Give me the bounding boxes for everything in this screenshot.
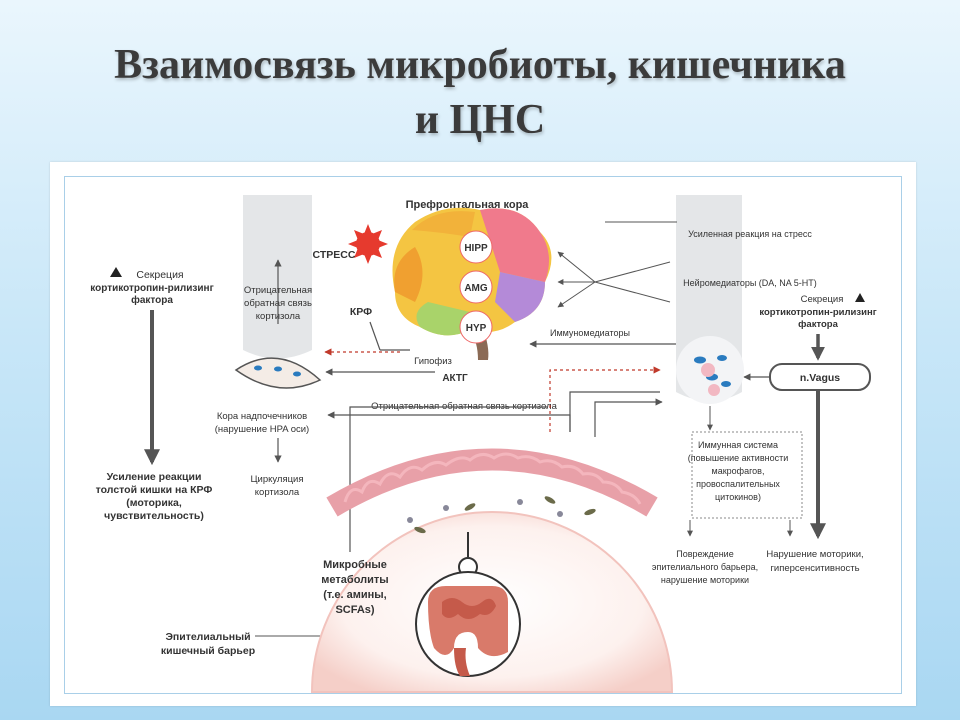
microbial-line-3: (т.е. амины, — [323, 589, 386, 601]
neuromediators-label: Нейромедиаторы (DA, NA 5-HT) — [683, 278, 817, 288]
left-crf-line-3: фактора — [131, 294, 173, 306]
right-crf-line-1: Секреция — [801, 294, 844, 305]
title-line-1: Взаимосвязь микробиоты, кишечника — [114, 42, 846, 88]
prefrontal-cortex-label: Префронтальная кора — [406, 199, 530, 211]
slide-title: Взаимосвязь микробиоты, кишечника и ЦНС — [0, 38, 960, 148]
circulation-line-2: кортизола — [255, 487, 300, 498]
microbial-line-2: метаболиты — [321, 574, 388, 586]
microbe-icon — [407, 517, 413, 523]
hipp-label: HIPP — [464, 243, 488, 254]
dashed-signal-arrow — [549, 366, 661, 432]
epithelial-damage-line-2: эпителиального барьера, — [652, 562, 758, 572]
stress-response-label: Усиленная реакция на стресс — [688, 229, 812, 239]
colon-line-3: (моторика, — [126, 497, 182, 509]
gut-brain-diagram: Секреция кортикотропин-рилизинг фактора … — [90, 195, 877, 693]
immune-line-5: цитокинов) — [715, 492, 761, 502]
left-crf-block: Секреция кортикотропин-рилизинг фактора … — [90, 267, 350, 657]
krf-label: КРФ — [350, 306, 372, 318]
left-crf-line-2: кортикотропин-рилизинг — [90, 283, 214, 294]
immune-system-block: Иммунная система (повышение активности м… — [652, 406, 803, 585]
right-crf-line-3: фактора — [798, 319, 838, 330]
pituitary-label: Гипофиз — [414, 356, 452, 367]
adrenal-column: Отрицательная обратная связь кортизола К… — [215, 195, 322, 498]
circulation-line-1: Циркуляция — [250, 474, 303, 485]
immune-line-4: провоспалительных — [696, 479, 780, 489]
vagus-column: Усиленная реакция на стресс Нейромедиато… — [676, 195, 817, 404]
neuro-signal-arrows — [557, 221, 677, 308]
epithelial-damage-line-1: Повреждение — [676, 549, 733, 559]
title-line-2: и ЦНС — [414, 97, 546, 143]
immune-line-2: (повышение активности — [688, 453, 788, 463]
adrenal-line-2: (нарушение HPA оси) — [215, 424, 309, 435]
stress-burst-icon — [348, 224, 388, 264]
immunomediators-label: Иммуномедиаторы — [550, 328, 630, 338]
stress-label: СТРЕСС — [313, 249, 356, 261]
barrier-line-1: Эпителиальный — [165, 631, 250, 643]
epithelium-band — [326, 448, 658, 517]
amg-node — [459, 270, 493, 304]
left-crf-line-1: Секреция — [136, 269, 183, 281]
increase-triangle-icon — [110, 267, 122, 277]
actg-label: АКТГ — [442, 373, 468, 384]
colon-line-4: чувствительность) — [104, 510, 204, 522]
vagus-label: n.Vagus — [800, 372, 840, 384]
gut-illustration — [310, 448, 674, 693]
microbial-line-1: Микробные — [323, 559, 387, 571]
motility-line-1: Нарушение моторики, — [766, 549, 863, 560]
hyp-node — [459, 310, 493, 344]
adrenal-cell-icon — [254, 365, 262, 371]
adrenal-line-1: Кора надпочечников — [217, 411, 307, 422]
increase-triangle-icon-right — [855, 293, 865, 302]
diagram-border — [64, 176, 902, 694]
colon-line-2: толстой кишки на КРФ — [96, 484, 213, 496]
immune-box — [691, 431, 803, 519]
right-crf-block: Секреция кортикотропин-рилизинг фактора … — [743, 293, 877, 574]
right-crf-line-2: кортикотропин-рилизинг — [759, 307, 876, 318]
adrenal-gland-icon — [234, 357, 322, 389]
motility-line-2: гиперсенситивность — [770, 563, 859, 574]
diagram-frame: Секреция кортикотропин-рилизинг фактора … — [50, 162, 916, 706]
immune-line-1: Иммунная система — [698, 440, 778, 450]
krf-line — [369, 321, 381, 351]
epithelial-damage-line-3: нарушение моторики — [661, 575, 749, 585]
amg-label: AMG — [464, 283, 488, 294]
hipp-node — [459, 230, 493, 264]
colon-line-1: Усиление реакции — [107, 471, 202, 483]
immune-line-3: макрофагов, — [712, 466, 765, 476]
microbial-line-4: SCFAs) — [335, 604, 374, 616]
brain-illustration: Префронтальная кора HIPP AMG HYP — [392, 199, 552, 360]
barrier-line-2: кишечный барьер — [161, 645, 255, 657]
hyp-label: HYP — [466, 323, 487, 334]
